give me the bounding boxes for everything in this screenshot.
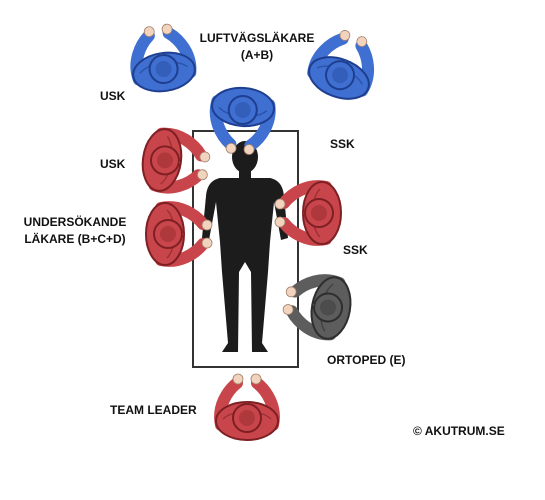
examining-doctor-roles: LÄKARE (B+C+D): [24, 232, 126, 246]
ssk-top-label: SSK: [330, 137, 355, 151]
person-team-leader: [214, 372, 280, 442]
copyright-label: © AKUTRUM.SE: [413, 424, 505, 438]
usk-mid-label: USK: [100, 157, 126, 171]
airway-doctor-roles: (A+B): [240, 48, 274, 62]
team-leader-label: TEAM LEADER: [110, 403, 197, 417]
person-ssk-top: [302, 22, 386, 108]
airway-doctor-title: LUFTVÄGSLÄKARE: [199, 31, 315, 45]
airway-doctor-label: LUFTVÄGSLÄKARE (A+B): [199, 30, 315, 64]
orthopedic-label: ORTOPED (E): [327, 353, 406, 367]
ssk-mid-label: SSK: [343, 243, 368, 257]
person-usk-top: [125, 20, 199, 97]
examining-doctor-title: UNDERSÖKANDE: [23, 215, 127, 229]
examining-doctor-label: UNDERSÖKANDE LÄKARE (B+C+D): [20, 214, 130, 248]
usk-top-label: USK: [100, 89, 126, 103]
